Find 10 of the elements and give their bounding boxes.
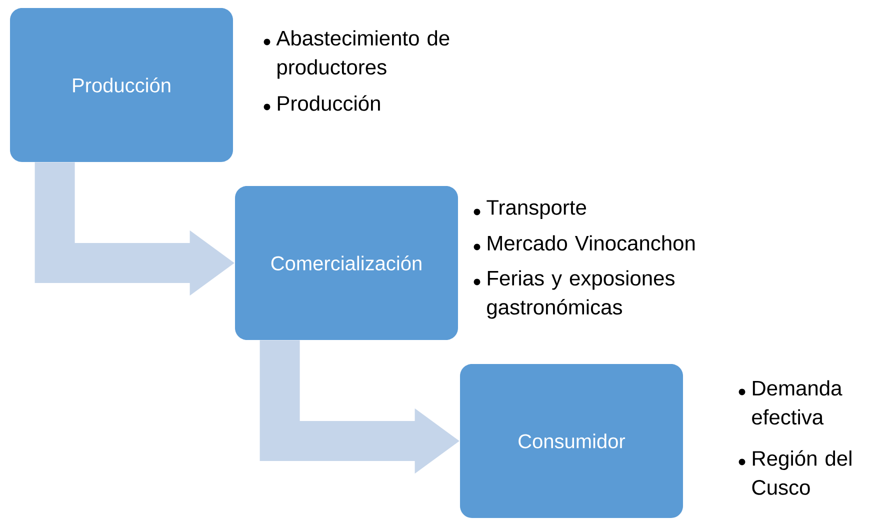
list-item: Abastecimiento de productores (276, 30, 450, 79)
process-box: Comercialización (235, 186, 458, 340)
list-item: Producción (278, 95, 380, 111)
list-item: Demanda efectiva (752, 380, 842, 425)
list-item: Ferias y exposiones gastronómicas (487, 270, 674, 319)
list-item: Mercado Vinocanchon (488, 235, 695, 251)
list-item: Transporte (486, 200, 586, 220)
process-box: Producción (10, 8, 233, 162)
list-item: Región del Cusco (752, 450, 852, 495)
process-box: Consumidor (460, 364, 683, 518)
